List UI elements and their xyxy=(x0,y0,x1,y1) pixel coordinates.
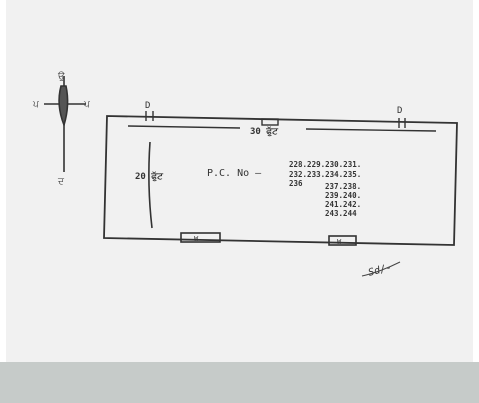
plot-number-line-7: 243.244 xyxy=(325,209,357,218)
signature: Sd/- xyxy=(361,261,401,279)
compass xyxy=(44,76,86,172)
side-dimension-line xyxy=(148,141,153,229)
plot-number-line-1: 228.229.230.231. xyxy=(289,160,361,169)
top-dimension-line xyxy=(127,118,437,132)
bottom-band xyxy=(0,362,479,403)
side-dimension-label: 20 ਫੁੱਟ xyxy=(135,170,164,182)
compass-west-label: ਪ xyxy=(32,100,39,110)
door-left-label: D xyxy=(145,101,150,111)
room-outline xyxy=(103,115,458,246)
plot-number-line-3: 236 xyxy=(289,179,303,188)
top-dimension-label: 30 ਫੁੱਟ xyxy=(250,125,279,137)
compass-needle xyxy=(58,85,69,128)
signature-underline xyxy=(361,261,401,277)
compass-north-label: ਉ xyxy=(57,71,65,82)
compass-east-label: ਪ xyxy=(83,100,90,110)
plot-numbers: 228.229.230.231. 232.233.234.235. 236 23… xyxy=(289,160,361,218)
plot-number-line-6: 241.242. xyxy=(325,200,361,209)
door-right xyxy=(398,118,406,128)
plot-number-line-5: 239.240. xyxy=(325,191,361,200)
plot-number-line-2: 232.233.234.235. xyxy=(289,170,361,179)
window-right-label: W xyxy=(337,238,342,246)
window-right xyxy=(328,235,357,246)
plot-number-label: P.C. No — xyxy=(207,168,262,179)
window-left-label: W xyxy=(194,235,199,243)
door-left xyxy=(145,111,154,121)
door-right-label: D xyxy=(397,106,402,116)
compass-south-label: ਦ xyxy=(57,177,65,187)
window-left xyxy=(180,232,221,243)
plot-number-line-4: 237.238. xyxy=(325,182,361,191)
paper-sheet xyxy=(6,0,473,362)
